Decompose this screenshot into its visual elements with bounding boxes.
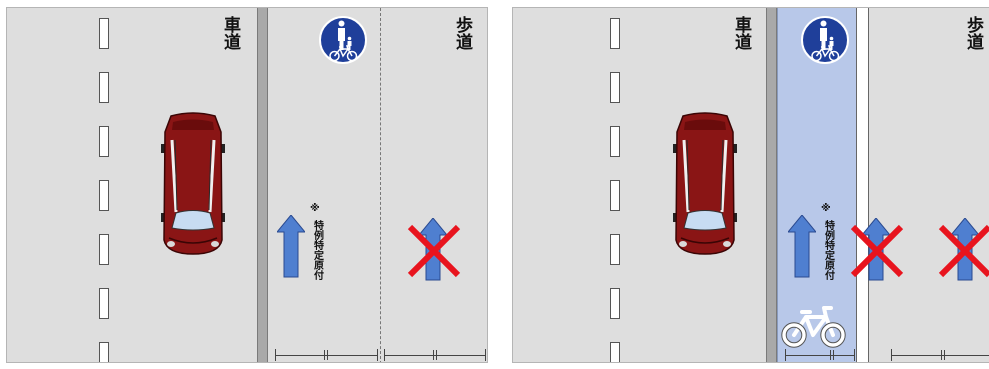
sidewalk-divider-line xyxy=(380,8,381,362)
lane-marking xyxy=(610,126,620,157)
note-mark: ※ xyxy=(310,203,320,214)
lane-marking xyxy=(99,288,109,319)
dimension-line xyxy=(891,349,989,361)
red-cross-icon xyxy=(937,223,989,279)
bicycle-marking-icon xyxy=(780,306,848,350)
lane-marking xyxy=(99,72,109,103)
pedestrian-bicycle-sign-icon xyxy=(801,16,849,64)
lane-marking xyxy=(610,72,620,103)
lane-marking xyxy=(99,342,109,362)
diagram-panel-right: 車道 歩道 ※ 特例特定原付 xyxy=(512,7,989,363)
lane-marking xyxy=(99,234,109,265)
car-icon xyxy=(671,112,739,256)
sidewalk-label: 歩道 xyxy=(963,16,983,50)
diagram-panel-left: 車道 歩道 ※ 特例特定原付 xyxy=(6,7,488,363)
lane-marking xyxy=(610,342,620,362)
red-cross-icon xyxy=(849,223,905,279)
lane-marking xyxy=(99,180,109,211)
lane-marking xyxy=(610,288,620,319)
note-mark: ※ xyxy=(821,203,831,214)
up-arrow-icon xyxy=(788,215,816,278)
lane-marking xyxy=(99,18,109,49)
curb xyxy=(766,8,777,362)
lane-marking xyxy=(610,180,620,211)
sidewalk-label: 歩道 xyxy=(452,16,472,50)
dimension-line xyxy=(275,349,378,361)
roadway-label: 車道 xyxy=(731,16,751,50)
up-arrow-icon xyxy=(277,215,305,278)
roadway-label: 車道 xyxy=(220,16,240,50)
curb xyxy=(257,8,268,362)
lane-marking xyxy=(610,18,620,49)
car-icon xyxy=(159,112,227,256)
note-text: 特例特定原付 xyxy=(822,220,834,280)
dimension-line xyxy=(785,349,855,361)
lane-marking xyxy=(99,126,109,157)
red-cross-icon xyxy=(406,223,462,279)
bicycle-lane xyxy=(777,8,857,362)
dimension-line xyxy=(384,349,486,361)
note-text: 特例特定原付 xyxy=(311,220,323,280)
lane-marking xyxy=(610,234,620,265)
pedestrian-bicycle-sign-icon xyxy=(319,16,367,64)
lane-separator xyxy=(856,8,869,362)
